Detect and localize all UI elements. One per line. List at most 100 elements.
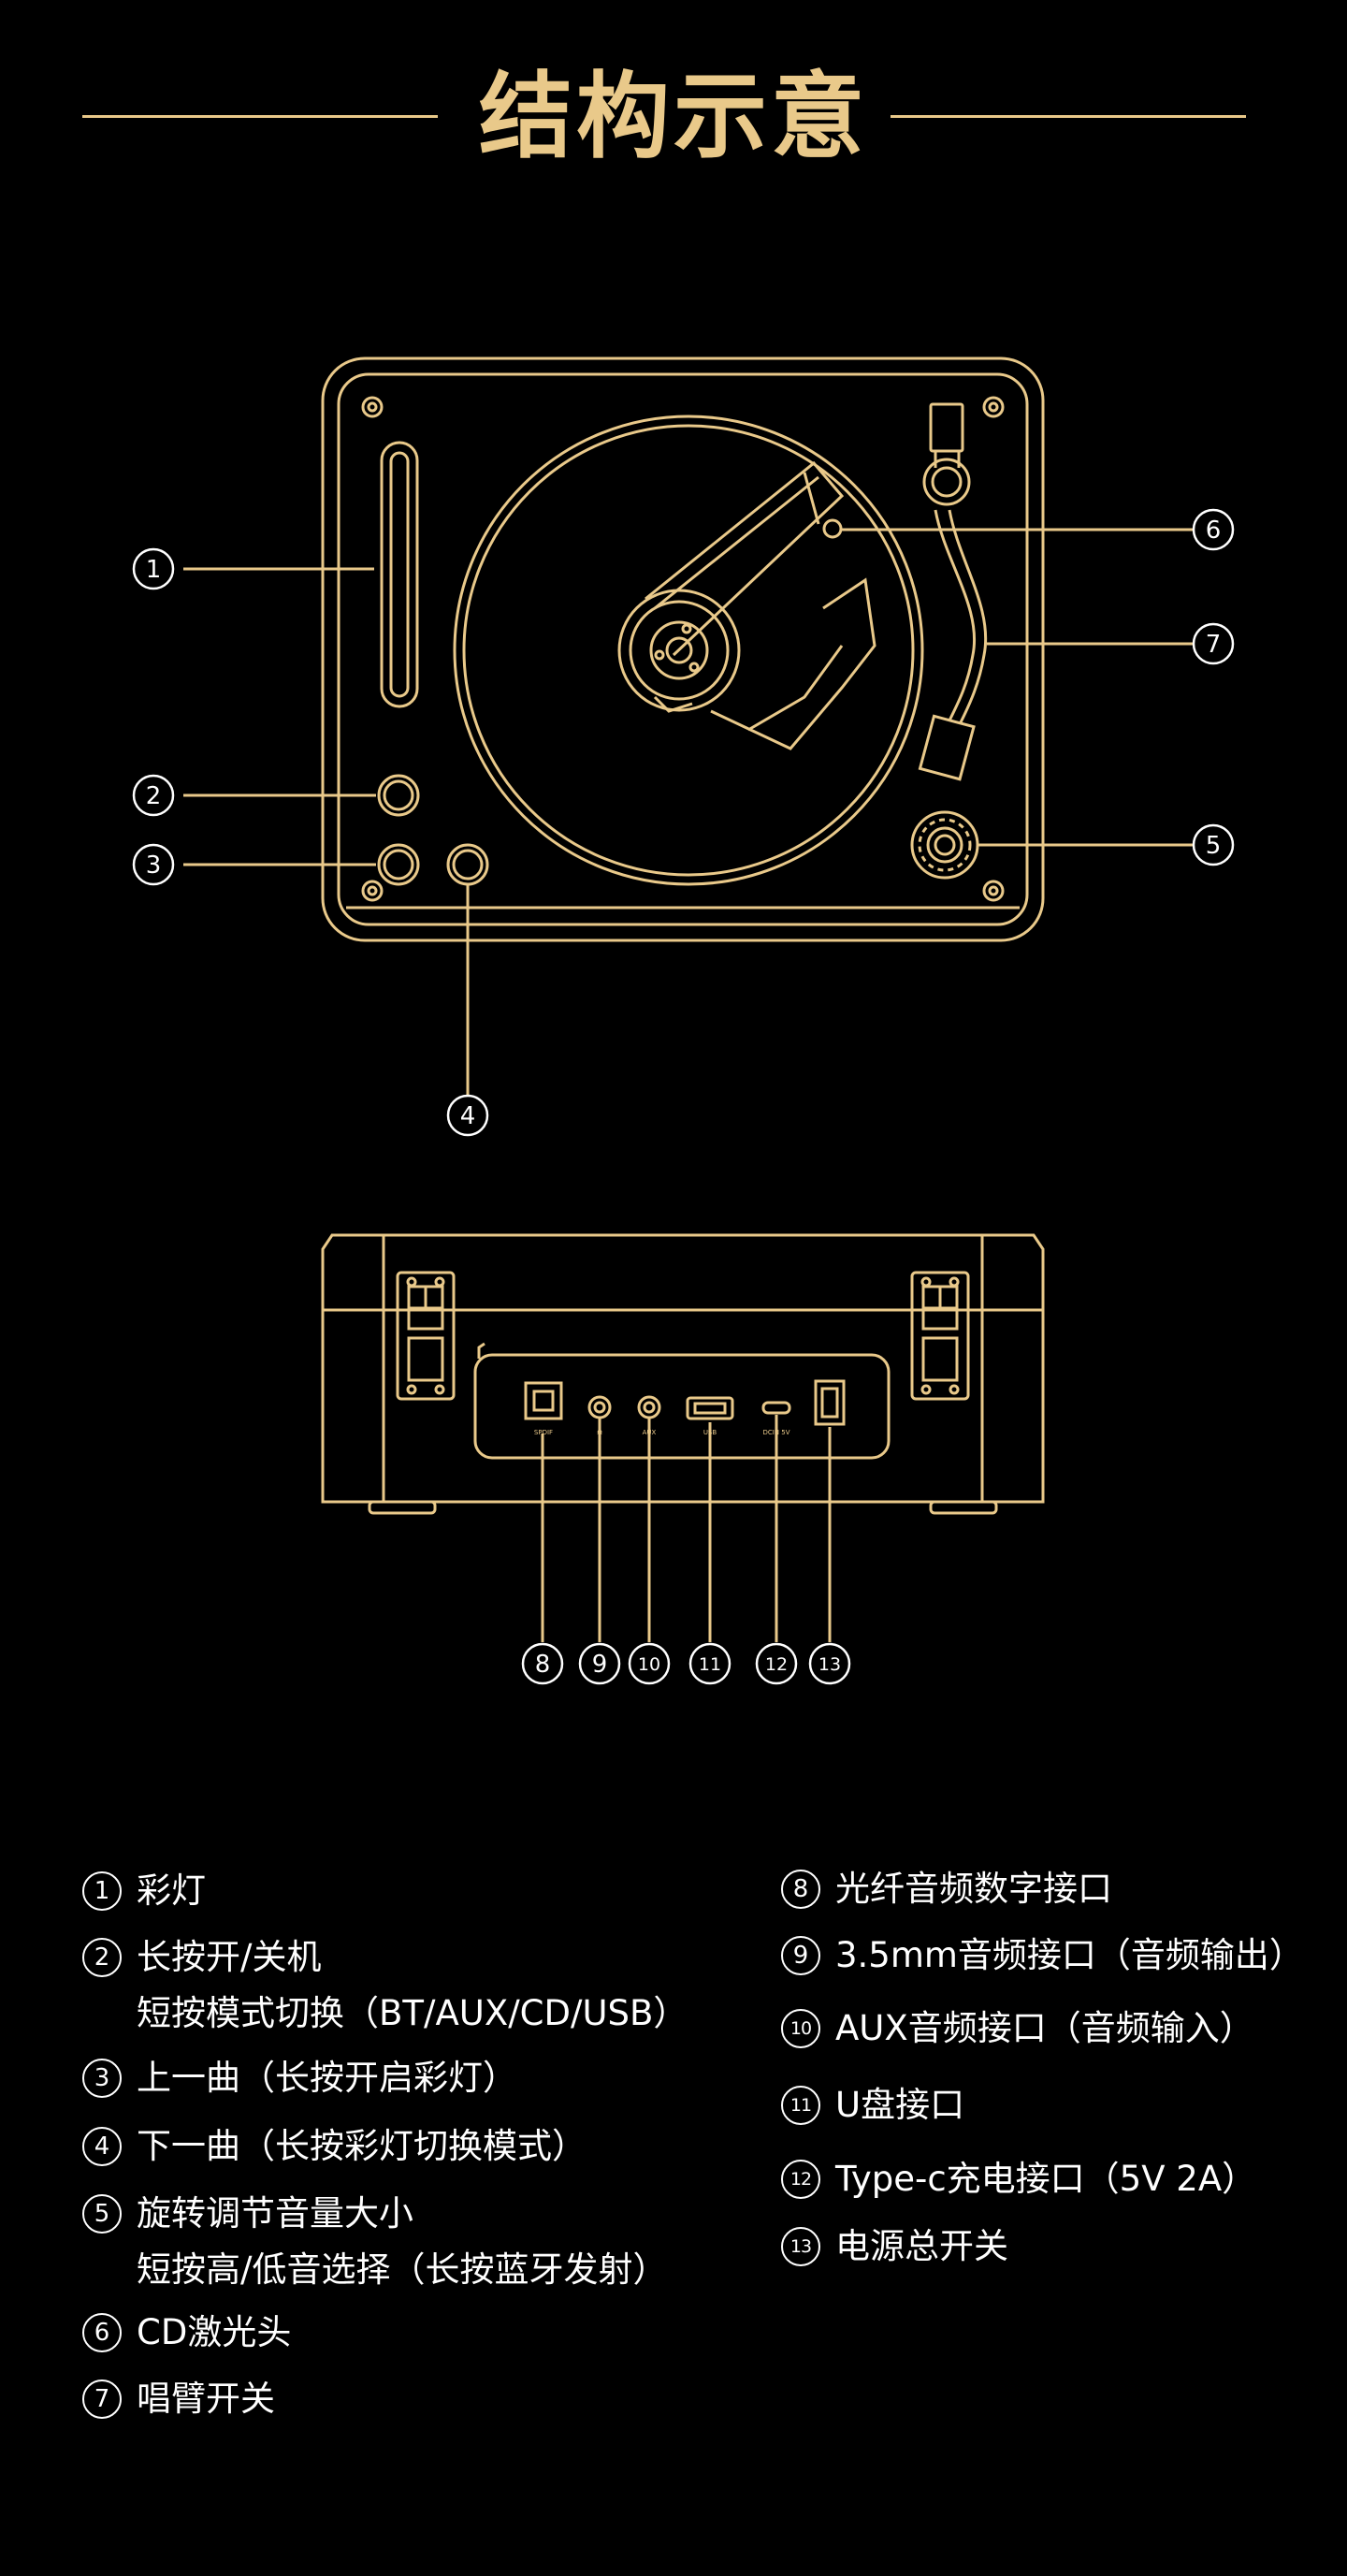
- legend-item-13: 13 电源总开关: [781, 2226, 1008, 2275]
- legend-item-2: 2 长按开/关机短按模式切换（BT/AUX/CD/USB）: [82, 1937, 688, 2042]
- legend-item-9: 9 3.5mm音频接口（音频输出）: [781, 1935, 1304, 1984]
- light-strip: [380, 441, 419, 708]
- legend-number: 7: [82, 2380, 122, 2419]
- top-body-inner: [337, 372, 1029, 926]
- legend-number: 13: [781, 2227, 820, 2266]
- legend-number: 12: [781, 2160, 820, 2199]
- corner-screws: [361, 396, 1005, 902]
- callout-circle: [578, 1642, 621, 1685]
- top-body-outer: [321, 357, 1045, 942]
- hinge-left: [396, 1271, 456, 1401]
- port-label-usb: USB: [703, 1429, 717, 1436]
- legend-text: Type-c充电接口（5V 2A）: [835, 2159, 1257, 2199]
- legend-text: 光纤音频数字接口: [835, 1869, 1112, 1909]
- legend-text: AUX音频接口（音频输入）: [835, 2008, 1254, 2048]
- light-strip-inner: [389, 451, 410, 698]
- power-switch: [814, 1379, 846, 1426]
- prev-button: [377, 843, 420, 886]
- hinge-right: [910, 1271, 970, 1401]
- structure-diagram: SPDIF Ω AUX USB DCIN 5V 1234567891011121…: [132, 357, 1235, 1685]
- legend-text: 旋转调节音量大小短按高/低音选择（长按蓝牙发射）: [137, 2193, 668, 2290]
- usb-c-port: [761, 1401, 791, 1415]
- callout-number: 13: [818, 1654, 841, 1675]
- legend-item-8: 8 光纤音频数字接口: [781, 1869, 1112, 1917]
- legend-item-5: 5 旋转调节音量大小短按高/低音选择（长按蓝牙发射）: [82, 2193, 667, 2298]
- callout-circle: [808, 1642, 851, 1685]
- callout-circle: [1192, 823, 1235, 866]
- back-view: [321, 1233, 1045, 1642]
- legend-number: 1: [82, 1871, 122, 1911]
- legend-number: 11: [781, 2086, 820, 2125]
- legend-number: 3: [82, 2059, 122, 2098]
- legend-item-11: 11 U盘接口: [781, 2085, 964, 2133]
- callout-circle: [132, 843, 175, 886]
- callout-circle: [755, 1642, 798, 1685]
- legend-text: 长按开/关机短按模式切换（BT/AUX/CD/USB）: [137, 1937, 688, 2033]
- legend-number: 5: [82, 2194, 122, 2234]
- laser-head-dot: [822, 518, 843, 539]
- callout-number: 4: [460, 1102, 476, 1130]
- callout-circle: [1192, 508, 1235, 551]
- tonearm: [918, 402, 988, 781]
- port-label-group: SPDIF Ω AUX USB DCIN 5V: [534, 1429, 790, 1436]
- callout-number: 3: [146, 851, 162, 880]
- platter-inner: [462, 424, 915, 877]
- laser-arm: [645, 460, 876, 750]
- callout-circle: [688, 1642, 731, 1685]
- callout-number: 9: [592, 1651, 608, 1679]
- leader-lines-top: [183, 528, 1193, 1097]
- spdif-port: [524, 1381, 563, 1420]
- legend-number: 2: [82, 1938, 122, 1977]
- title-line-right: [891, 115, 1246, 118]
- callout-circle: [132, 547, 175, 590]
- legend-item-3: 3 上一曲（长按开启彩灯）: [82, 2058, 517, 2106]
- top-view: [183, 357, 1193, 1097]
- callout-circle: [1192, 622, 1235, 665]
- legend-item-10: 10 AUX音频接口（音频输入）: [781, 2008, 1254, 2057]
- usb-port: [686, 1396, 734, 1420]
- callout-number: 2: [146, 782, 162, 810]
- legend-text: 上一曲（长按开启彩灯）: [137, 2058, 517, 2098]
- legend-text: 电源总开关: [835, 2226, 1008, 2266]
- legend-number: 9: [781, 1936, 820, 1975]
- legend-number: 4: [82, 2127, 122, 2166]
- aux-port: [637, 1395, 661, 1419]
- headphone-port: [587, 1395, 612, 1419]
- legend-item-6: 6 CD激光头: [82, 2312, 291, 2361]
- callout-circle: [521, 1642, 564, 1685]
- callout-number: 1: [146, 556, 162, 584]
- port-label-headphone: Ω: [597, 1429, 602, 1436]
- port-label-aux: AUX: [643, 1429, 657, 1436]
- volume-knob: [910, 810, 979, 880]
- legend-number: 6: [82, 2313, 122, 2352]
- legend-item-12: 12 Type-c充电接口（5V 2A）: [781, 2159, 1256, 2207]
- callout-circle: [132, 774, 175, 817]
- spindle-hub: [617, 589, 741, 713]
- callout-circle: [446, 1094, 489, 1137]
- port-panel: [473, 1353, 891, 1460]
- foot-left: [368, 1500, 437, 1515]
- legend-text: U盘接口: [835, 2085, 965, 2125]
- header: 结构示意: [0, 56, 1347, 178]
- legend-text: 3.5mm音频接口（音频输出）: [835, 1935, 1304, 1975]
- callout-number: 6: [1206, 517, 1222, 545]
- foot-right: [929, 1500, 998, 1515]
- back-body-outer: [321, 1233, 1045, 1504]
- callout-number: 11: [699, 1654, 721, 1675]
- legend-item-7: 7 唱臂开关: [82, 2379, 275, 2427]
- callout-number: 5: [1206, 832, 1222, 860]
- legend-item-4: 4 下一曲（长按彩灯切换模式）: [82, 2126, 587, 2175]
- platter-outer: [453, 415, 924, 886]
- legend-text: 唱臂开关: [137, 2379, 275, 2419]
- legend-text: 彩灯: [137, 1870, 206, 1911]
- title-line-left: [82, 115, 438, 118]
- callout-number: 10: [638, 1654, 660, 1675]
- legend-item-1: 1 彩灯: [82, 1870, 206, 1919]
- next-button: [446, 843, 489, 886]
- port-label-spdif: SPDIF: [534, 1429, 553, 1436]
- legend-number: 10: [781, 2009, 820, 2048]
- legend-text: CD激光头: [137, 2312, 292, 2352]
- callout-number: 12: [765, 1654, 788, 1675]
- page-title: 结构示意: [479, 62, 868, 171]
